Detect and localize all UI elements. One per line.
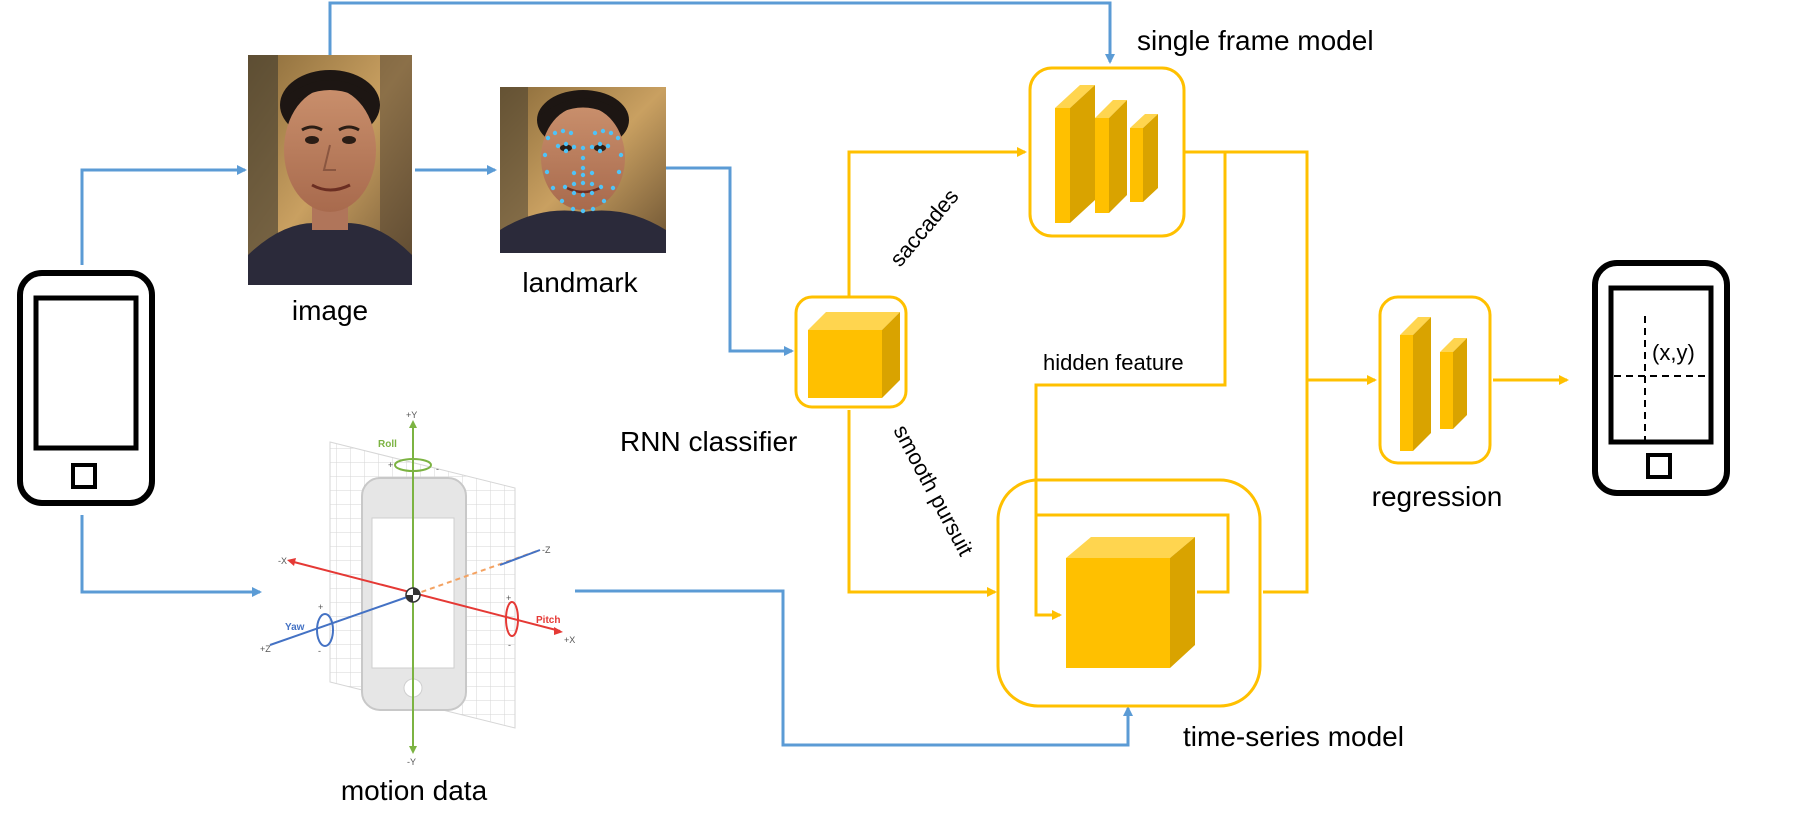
- landmark-label: landmark: [522, 267, 638, 298]
- rnn-classifier-label: RNN classifier: [620, 426, 797, 457]
- svg-text:-: -: [318, 646, 321, 656]
- hidden-feature-label: hidden feature: [1043, 350, 1184, 375]
- face-photo: [248, 55, 412, 285]
- arrow-motion-to-timeseries: [575, 589, 1133, 747]
- regression-node: [1378, 295, 1492, 465]
- svg-text:Yaw: Yaw: [285, 622, 305, 633]
- regression-label: regression: [1372, 481, 1503, 512]
- gaze-coordinate-label: (x,y): [1652, 340, 1695, 365]
- svg-text:-: -: [436, 464, 439, 474]
- phone-motion-axes: +Y -Y Roll + - -X +X Pitch + - +Z -Z Yaw…: [260, 410, 575, 767]
- svg-text:-Z: -Z: [542, 545, 551, 555]
- svg-text:-: -: [508, 640, 511, 650]
- svg-text:+X: +X: [564, 635, 575, 645]
- smartphone-gaze-icon: (x,y): [1592, 260, 1730, 496]
- arrow-landmark-to-rnn: [665, 166, 794, 356]
- arrow-image-to-single-frame: [328, 1, 1115, 64]
- single-frame-model-node: [1028, 66, 1186, 238]
- svg-text:+: +: [318, 602, 323, 612]
- svg-text:+Y: +Y: [406, 410, 417, 420]
- arrow-hidden-feature: [1034, 152, 1227, 620]
- arrow-rnn-to-single-frame: [847, 147, 1027, 297]
- smartphone-icon: [17, 270, 155, 506]
- motion-data-label: motion data: [341, 775, 488, 806]
- svg-text:-Y: -Y: [407, 757, 416, 767]
- svg-text:+: +: [388, 460, 393, 470]
- arrow-rnn-to-timeseries: [847, 410, 997, 597]
- image-label: image: [292, 295, 368, 326]
- yellow-connectors: [847, 147, 1569, 620]
- svg-text:Roll: Roll: [378, 439, 397, 450]
- rnn-classifier-node: [794, 295, 908, 409]
- arrow-phone-to-image: [80, 165, 247, 265]
- time-series-model-label: time-series model: [1183, 721, 1404, 752]
- svg-text:+: +: [506, 593, 511, 603]
- blue-connectors: [80, 1, 1133, 747]
- arrow-single-frame-output: [1185, 150, 1309, 594]
- saccades-label: saccades: [885, 184, 964, 271]
- single-frame-model-label: single frame model: [1137, 25, 1374, 56]
- time-series-model-node: [996, 478, 1262, 708]
- svg-text:-X: -X: [278, 556, 287, 566]
- face-landmark-photo: [500, 87, 666, 253]
- landmark-points: [542, 128, 624, 214]
- svg-text:Pitch: Pitch: [536, 615, 560, 626]
- timeseries-loop: [1036, 513, 1230, 594]
- smooth-pursuit-label: smooth pursuit: [889, 421, 979, 560]
- svg-text:+Z: +Z: [260, 644, 271, 654]
- arrow-phone-to-motion: [80, 515, 262, 597]
